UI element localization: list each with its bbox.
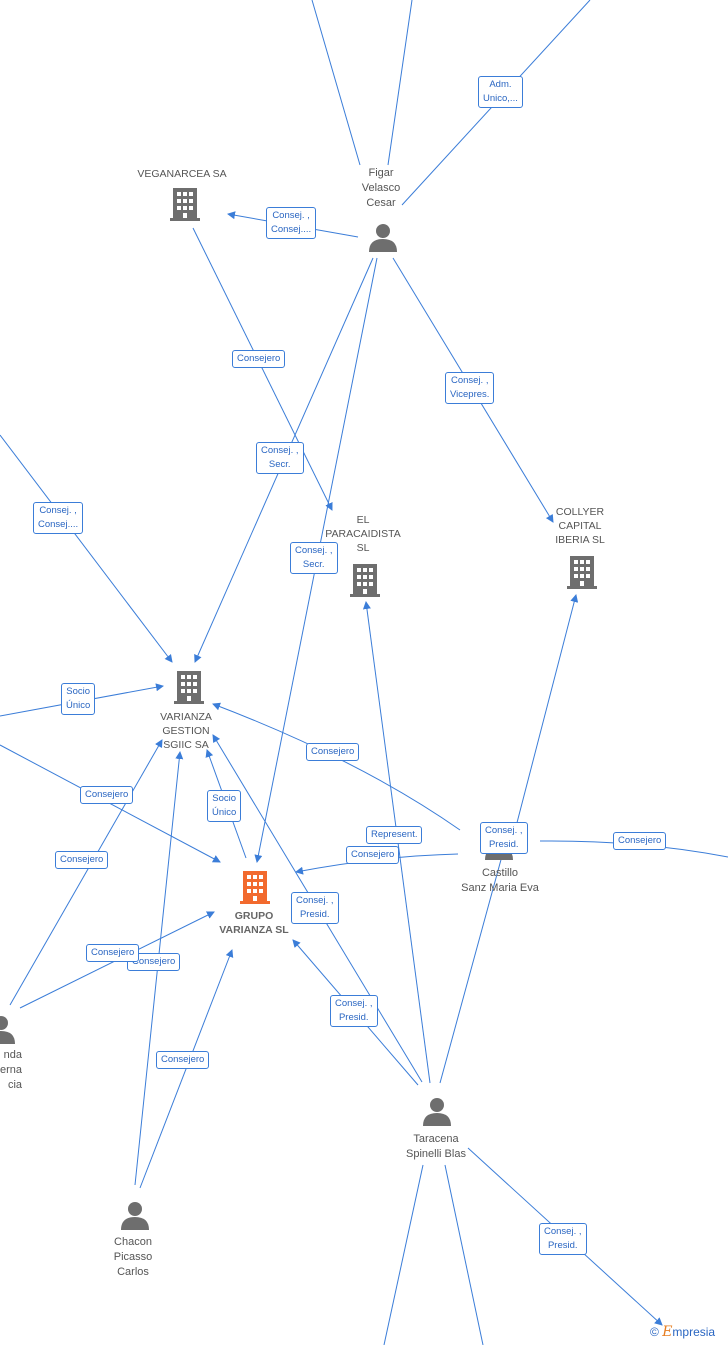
edge [212,702,461,831]
person-icon[interactable] [120,1200,150,1230]
edge [511,594,579,843]
edge [192,227,333,511]
building-icon[interactable] [565,554,599,590]
node-label-chacon: Chacon Picasso Carlos [113,1236,153,1278]
edge [0,434,173,663]
building-icon[interactable] [238,869,272,905]
edge-label[interactable]: Represent. [366,826,423,844]
building-icon[interactable] [172,669,206,705]
node-label-figar: Figar Velasco Cesar [361,167,401,209]
edge-label[interactable]: Consejero [80,786,134,804]
edge [387,0,413,166]
person-icon[interactable] [368,222,398,252]
node-label-varianza-gestion: VARIANZA GESTION SGIIC SA [160,711,212,751]
node-label-el-paracaidista: EL PARACAIDISTA SL [325,514,401,554]
edge-label[interactable]: Consej. , Presid. [539,1223,587,1255]
node-label-veganarcea: VEGANARCEA SA [137,168,227,180]
edge-label[interactable]: Consej. , Vicepres. [445,372,495,404]
copyright-symbol: © [650,1325,659,1339]
edge [444,1164,484,1345]
node-label-grupo-varianza: GRUPO VARIANZA SL [219,910,289,936]
edge-label[interactable]: Consejero [613,832,667,850]
edge-label[interactable]: Consejero [127,953,181,971]
edge-label[interactable]: Socio Único [207,790,242,822]
edge-label[interactable]: Consej. , Presid. [480,822,528,854]
node-label-collyer: COLLYER CAPITAL IBERIA SL [555,506,605,546]
edge [383,1164,424,1345]
node-label-castillo: Castillo Sanz Maria Eva [461,867,539,894]
edge-label[interactable]: Consej. , Consej.... [33,502,84,534]
brand-initial: E [662,1324,673,1340]
edge-label[interactable]: Consej. , Secr. [290,542,338,574]
edge-label[interactable]: Consejero [346,846,400,864]
node-label-partial-left: nda erna cia [0,1049,22,1091]
building-icon[interactable] [348,562,382,598]
empresia-logo[interactable]: © Empresia [650,1324,715,1340]
edge [439,844,506,1084]
edge-label[interactable]: Consejero [55,851,109,869]
edge-label[interactable]: Consejero [86,944,140,962]
edge-label[interactable]: Consej. , Presid. [330,995,378,1027]
edge-label[interactable]: Consej. , Consej.... [266,207,317,239]
edge-label[interactable]: Consej. , Presid. [291,892,339,924]
edge [9,739,163,1006]
edge-label[interactable]: Socio Único [61,683,96,715]
person-icon[interactable] [0,1014,16,1044]
node-label-taracena: Taracena Spinelli Blas [406,1133,466,1160]
edge-label[interactable]: Consejero [156,1051,210,1069]
building-icon[interactable] [168,186,202,222]
edge-label[interactable]: Consejero [306,743,360,761]
person-icon[interactable] [422,1096,452,1126]
edge-label[interactable]: Adm. Unico,... [478,76,523,108]
edge [311,0,361,166]
brand-name: mpresia [672,1325,716,1339]
edge-label[interactable]: Consejero [232,350,286,368]
edge-label[interactable]: Consej. , Secr. [256,442,304,474]
edge [139,949,234,1189]
